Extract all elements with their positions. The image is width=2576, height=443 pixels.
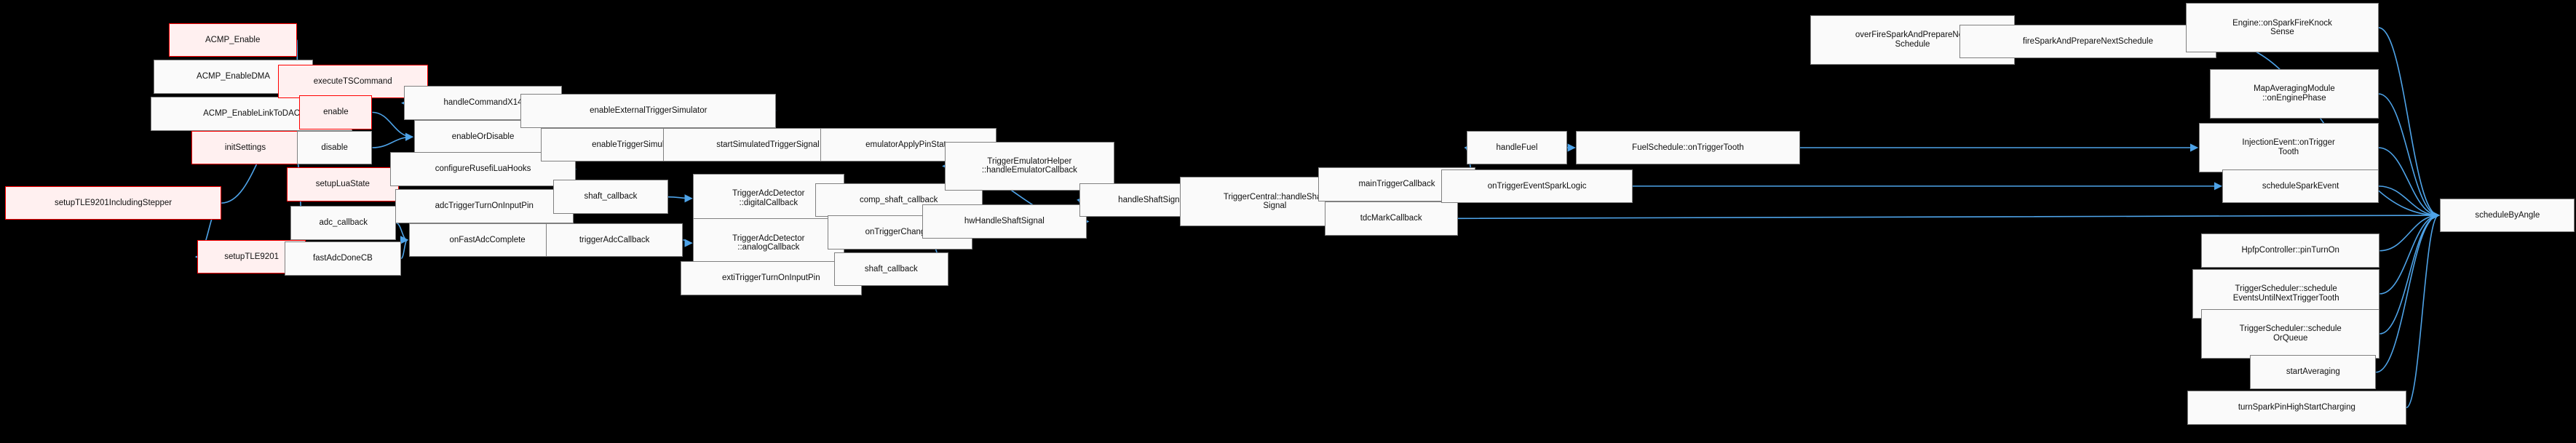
graph-edge (2378, 185, 2440, 220)
graph-edge (2406, 211, 2440, 409)
graph-node-handlefuel[interactable]: handleFuel (1466, 130, 1568, 165)
graph-edge (2379, 211, 2440, 252)
graph-node-startaveraging[interactable]: startAveraging (2250, 355, 2377, 389)
graph-node-disable[interactable]: disable (296, 130, 373, 165)
graph-edge (2378, 147, 2440, 220)
graph-node-triggerscheduler_scheduleorqueue[interactable]: TriggerScheduler::schedule OrQueue (2201, 309, 2380, 359)
graph-node-turnsparkpinhighstart[interactable]: turnSparkPinHighStartCharging (2187, 391, 2406, 425)
graph-node-triggeradccallback[interactable]: triggerAdcCallback (545, 223, 683, 258)
graph-edge (667, 194, 693, 203)
graph-node-schedulesparkevent[interactable]: scheduleSparkEvent (2222, 169, 2379, 204)
graph-node-adc_callback[interactable]: adc_callback (290, 206, 397, 240)
graph-node-schedulebyangle[interactable]: scheduleByAngle (2440, 198, 2575, 233)
graph-edge (683, 239, 693, 247)
graph-edge (396, 222, 409, 244)
graph-node-shaft_callback_b[interactable]: shaft_callback (833, 252, 948, 287)
graph-node-enableordisable[interactable]: enableOrDisable (413, 119, 552, 154)
graph-node-tdcmarkcallback[interactable]: tdcMarkCallback (1324, 201, 1458, 236)
graph-node-mapaveragingmodule[interactable]: MapAveragingModule ::onEnginePhase (2210, 69, 2379, 119)
graph-node-fuelschedule_ontrigtooth[interactable]: FuelSchedule::onTriggerTooth (1576, 130, 1800, 165)
graph-node-setupluastate[interactable]: setupLuaState (286, 167, 399, 201)
graph-node-engine_onsparkfire[interactable]: Engine::onSparkFireKnock Sense (2186, 3, 2379, 52)
graph-node-fastadcdonecb[interactable]: fastAdcDoneCB (284, 241, 402, 276)
graph-node-triggeradcdet_analog[interactable]: TriggerAdcDetector ::analogCallback (693, 218, 844, 268)
graph-edge (2379, 211, 2440, 335)
graph-node-enableexttrigsim[interactable]: enableExternalTriggerSimulator (520, 93, 777, 128)
graph-edge (1457, 211, 2440, 220)
graph-node-setuptle9201inclstep[interactable]: setupTLE9201IncludingStepper (4, 185, 222, 220)
graph-node-injectionevent_ontooth[interactable]: InjectionEvent::onTrigger Tooth (2198, 123, 2379, 172)
graph-node-ontriggereventsparklogic[interactable]: onTriggerEventSparkLogic (1441, 169, 1633, 204)
graph-node-firesparkprepare[interactable]: fireSparkAndPrepareNextSchedule (1959, 24, 2216, 59)
graph-edge (400, 236, 409, 260)
graph-node-onfastadccomplete[interactable]: onFastAdcComplete (408, 223, 566, 258)
graph-node-hpfpcontroller_pinturnon[interactable]: HpfpController::pinTurnOn (2201, 234, 2380, 268)
graph-node-trigemuhelper[interactable]: TriggerEmulatorHelper ::handleEmulatorCa… (944, 141, 1115, 191)
graph-edge (2378, 93, 2440, 220)
graph-edge (2376, 211, 2440, 373)
graph-edge (2379, 211, 2440, 295)
graph-node-extitriggerturnoninput[interactable]: extiTriggerTurnOnInputPin (680, 261, 862, 295)
graph-node-acmp_enable[interactable]: ACMP_Enable (168, 23, 297, 57)
graph-node-initsettings[interactable]: initSettings (191, 130, 300, 165)
graph-node-shaft_callback_a[interactable]: shaft_callback (553, 180, 668, 214)
graph-edge (2378, 27, 2440, 220)
graph-node-hwhandleshaftsignal[interactable]: hwHandleShaftSignal (922, 204, 1087, 239)
graph-node-enable[interactable]: enable (299, 95, 373, 129)
graph-edge (372, 132, 414, 148)
graph-node-ontriggerchanged[interactable]: onTriggerChanged (828, 215, 972, 250)
graph-node-adctriggerturnoninputpin[interactable]: adcTriggerTurnOnInputPin (395, 189, 574, 223)
